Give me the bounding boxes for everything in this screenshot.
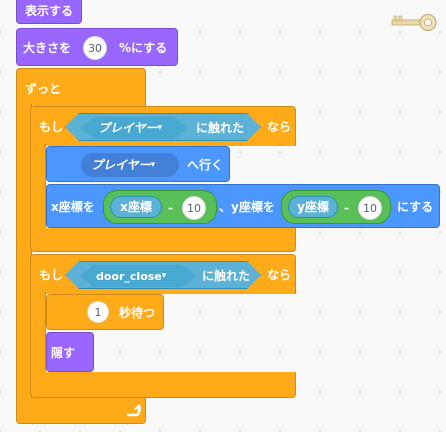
if1-then-label: なら bbox=[267, 120, 292, 134]
wait-seconds-input[interactable]: 1 bbox=[87, 301, 109, 323]
if1-bottom bbox=[30, 228, 296, 252]
forever-block[interactable]: ずっと bbox=[16, 68, 146, 106]
touching-sprite-label: プレイヤー bbox=[98, 121, 158, 135]
wait-label: 秒待つ bbox=[119, 306, 156, 320]
set-size-prefix: 大きさを bbox=[23, 41, 72, 55]
minus-label-2: - bbox=[344, 201, 349, 215]
show-block[interactable]: 表示する bbox=[16, 0, 82, 24]
go-to-sprite-menu[interactable]: プレイヤー bbox=[81, 153, 179, 177]
go-to-xy-block[interactable]: x座標を x座標 - 10 、y座標を y座標 - 10 にする bbox=[46, 184, 440, 228]
show-label: 表示する bbox=[25, 4, 74, 18]
set-size-block[interactable]: 大きさを 30 %にする bbox=[16, 28, 178, 66]
touching-door-menu[interactable]: door_close bbox=[80, 265, 196, 287]
y-offset-input[interactable]: 10 bbox=[358, 196, 382, 220]
if2-if-label: もし bbox=[39, 268, 64, 282]
forever-label: ずっと bbox=[25, 82, 62, 96]
forever-arm bbox=[16, 104, 32, 400]
touching-label-1: に触れた bbox=[196, 121, 245, 135]
if2-then-label: なら bbox=[267, 268, 292, 282]
if2-arm bbox=[30, 292, 46, 374]
if1-if-label: もし bbox=[39, 120, 64, 134]
loop-arrow-icon bbox=[126, 404, 141, 417]
touching-label-2: に触れた bbox=[202, 269, 251, 283]
go-to-sprite-block[interactable]: プレイヤー へ行く bbox=[46, 146, 230, 182]
size-input[interactable]: 30 bbox=[83, 36, 107, 60]
y-position-reporter[interactable]: y座標 bbox=[288, 196, 338, 218]
if-block-2[interactable]: もし door_close に触れた なら bbox=[30, 254, 296, 294]
if2-bottom bbox=[30, 372, 296, 398]
touching-player-block[interactable]: プレイヤー に触れた bbox=[65, 113, 261, 141]
touching-sprite-menu[interactable]: プレイヤー bbox=[80, 117, 188, 139]
x-position-label: x座標 bbox=[120, 200, 152, 214]
hide-label: 隠す bbox=[51, 346, 76, 360]
minus-label-1: - bbox=[168, 201, 173, 215]
if-block-1[interactable]: もし プレイヤー に触れた なら bbox=[30, 106, 296, 146]
x-minus-operator[interactable]: x座標 - 10 bbox=[103, 190, 217, 224]
touching-door-block[interactable]: door_close に触れた bbox=[65, 261, 261, 289]
if1-arm bbox=[30, 144, 46, 230]
go-to-sprite-label: プレイヤー bbox=[91, 158, 151, 172]
touching-door-label: door_close bbox=[96, 269, 162, 283]
y-minus-operator[interactable]: y座標 - 10 bbox=[281, 190, 391, 224]
go-to-xy-suffix: にする bbox=[397, 200, 434, 214]
wait-block[interactable]: 1 秒待つ bbox=[46, 294, 164, 330]
x-position-reporter[interactable]: x座標 bbox=[110, 196, 162, 218]
hide-block[interactable]: 隠す bbox=[46, 332, 94, 372]
forever-bottom bbox=[16, 398, 146, 424]
go-to-label: へ行く bbox=[187, 158, 224, 172]
set-size-suffix: %にする bbox=[119, 41, 168, 55]
y-prefix-label: 、y座標を bbox=[219, 200, 275, 214]
key-icon bbox=[391, 14, 437, 31]
y-position-label: y座標 bbox=[297, 200, 329, 214]
x-prefix-label: x座標を bbox=[51, 200, 95, 214]
x-offset-input[interactable]: 10 bbox=[182, 196, 206, 220]
